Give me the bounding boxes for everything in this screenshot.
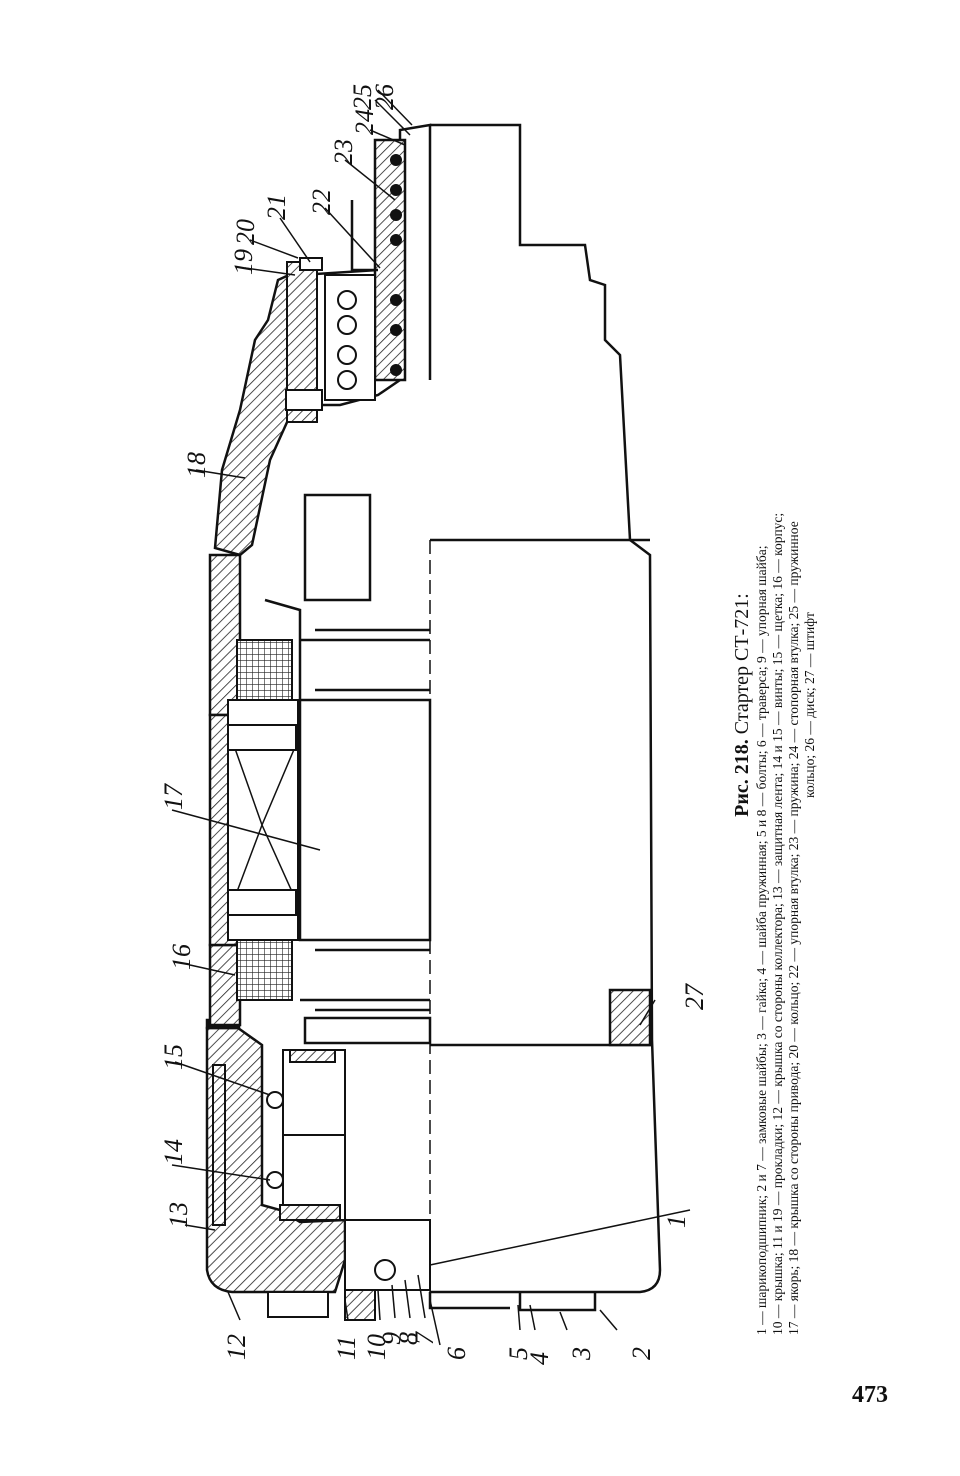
callout-9: 9 [377, 1332, 406, 1345]
callout-14: 14 [159, 1139, 188, 1165]
armature [264, 493, 432, 1045]
callout-4: 4 [525, 1352, 554, 1365]
callout-23: 23 [329, 139, 358, 165]
callout-15: 15 [159, 1044, 188, 1070]
callout-3: 3 [567, 1347, 596, 1361]
housing [205, 123, 432, 1294]
callout-1: 1 [662, 1215, 691, 1228]
callout-12: 12 [222, 1334, 251, 1360]
figure-title: Стартер СТ-721: [731, 593, 753, 735]
callout-13: 13 [164, 1202, 193, 1228]
callout-11: 11 [332, 1336, 361, 1360]
callout-2: 2 [627, 1347, 656, 1360]
callout-5: 5 [504, 1347, 533, 1360]
callout-21: 21 [262, 194, 291, 220]
leader-lines [171, 89, 691, 1346]
callout-24: 24 [350, 109, 379, 135]
caption-title: Рис. 218. Стартер СТ-721: [730, 75, 754, 1335]
callout-26: 26 [370, 84, 399, 110]
callout-6: 6 [442, 1347, 471, 1360]
outer-silhouette [428, 123, 662, 1312]
callout-17: 17 [159, 783, 188, 810]
legend-line: 1 — шарикоподшипник; 2 и 7 — замковые ша… [754, 545, 769, 1335]
bearing-assembly [285, 154, 402, 423]
field-windings [227, 639, 299, 1001]
callout-22: 22 [307, 189, 336, 215]
callout-20: 20 [231, 219, 260, 245]
legend-line: кольцо; 26 — диск; 27 — штифт [802, 612, 817, 798]
callout-25: 25 [348, 84, 377, 110]
callout-19: 19 [229, 249, 258, 275]
callout-labels: 1 2 3 4 5 6 7 8 9 10 11 12 13 14 15 16 1… [159, 84, 709, 1365]
page-number: 473 [852, 1382, 888, 1408]
callout-8: 8 [394, 1332, 423, 1345]
callout-18: 18 [182, 452, 211, 478]
commutator-brushes [212, 1049, 431, 1321]
figure-number: Рис. 218. [731, 739, 753, 817]
legend-line: 10 — крышка; 11 и 19 — прокладки; 12 — к… [770, 512, 785, 1335]
callout-16: 16 [167, 944, 196, 970]
caption-legend: 1 — шарикоподшипник; 2 и 7 — замковые ша… [754, 75, 818, 1335]
callout-10: 10 [362, 1334, 391, 1360]
callout-7: 7 [410, 1331, 439, 1345]
figure-caption: Рис. 218. Стартер СТ-721: 1 — шарикоподш… [730, 75, 817, 1335]
callout-27: 27 [680, 983, 709, 1010]
legend-line: 17 — якорь; 18 — крышка со стороны приво… [786, 521, 801, 1335]
